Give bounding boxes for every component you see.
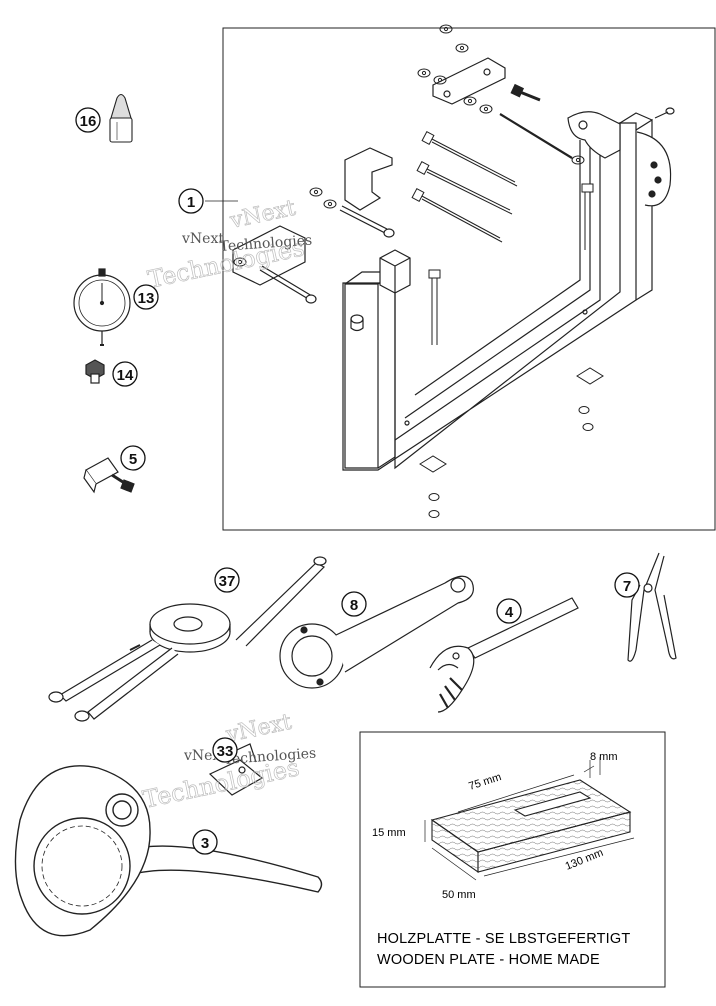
wooden-plate-drawing [424,757,635,881]
watermark-top-line2-solid: vNext [181,231,224,247]
clutch-holder-drawing [208,743,264,796]
callout-14: 14 [112,361,138,387]
callout-7-number: 7 [623,578,631,595]
stand-knob [350,314,364,332]
stand-top-bracket [567,111,621,159]
engine-stand-frame-box [222,27,716,531]
callout-33-number: 33 [217,743,234,760]
callout-3-number: 3 [201,835,209,852]
callout-8: 8 [341,591,367,617]
stand-post-cap [379,249,411,294]
callout-16: 16 [75,107,101,133]
watermark-top-line2-solid-b: Technologies [219,233,313,255]
circlip-pliers-drawing [627,552,677,662]
callout-13-number: 13 [138,290,155,307]
callout-5: 5 [120,445,146,471]
wooden-plate-box [359,731,666,988]
callout-13: 13 [133,284,159,310]
callout-37: 37 [214,567,240,593]
caption-english: WOODEN PLATE - HOME MADE [377,952,600,968]
pin-spanner-drawing [429,597,579,713]
wooden-plate-inset: 75 mm 8 mm 15 mm 130 mm 50 mm HOLZPLATTE… [359,731,666,988]
callout-37-number: 37 [219,573,236,590]
watermark-top: vNext Technologies vNext Technologies [145,195,313,294]
callout-14-number: 14 [117,367,134,384]
dial-gauge-drawing [73,268,131,346]
callout-7: 7 [614,572,640,598]
nuts-washers [233,24,604,518]
crankshaft-puller-drawing [83,457,135,494]
caption-german: HOLZPLATTE - SE LBSTGEFERTIGT [377,931,630,947]
watermark-mid-solid-b: Technologies [223,746,317,768]
dim-height-label: 15 mm [372,827,406,839]
callout-8-number: 8 [350,597,358,614]
dial-gauge-adapter-drawing [85,359,105,384]
clutch-basket-holder-drawing [14,765,323,937]
callout-16-number: 16 [80,113,97,130]
callout-33: 33 [212,737,238,763]
dim-groove-label: 8 mm [590,751,618,763]
vertical-bolts [428,183,594,345]
callout-1-number: 1 [187,194,195,211]
callout-4-number: 4 [505,604,514,621]
thread-locker-bottle [109,93,133,143]
threaded-rods [411,113,573,243]
callout-1: 1 [178,188,204,214]
stand-round-plate [636,107,675,207]
engine-stand-group [205,24,716,531]
dim-depth-label: 50 mm [442,889,476,901]
holding-wrench-drawing [279,575,474,689]
flywheel-puller-drawing [48,556,327,722]
stand-link-plate [432,57,541,105]
callout-4: 4 [496,598,522,624]
callout-3: 3 [192,829,218,855]
watermark-top-line1: vNext [227,196,298,234]
stand-angle-bracket [232,147,395,304]
callouts: 1 16 13 14 5 37 8 4 [75,107,640,855]
dim-width-label: 75 mm [467,771,503,793]
callout-5-number: 5 [129,451,137,468]
